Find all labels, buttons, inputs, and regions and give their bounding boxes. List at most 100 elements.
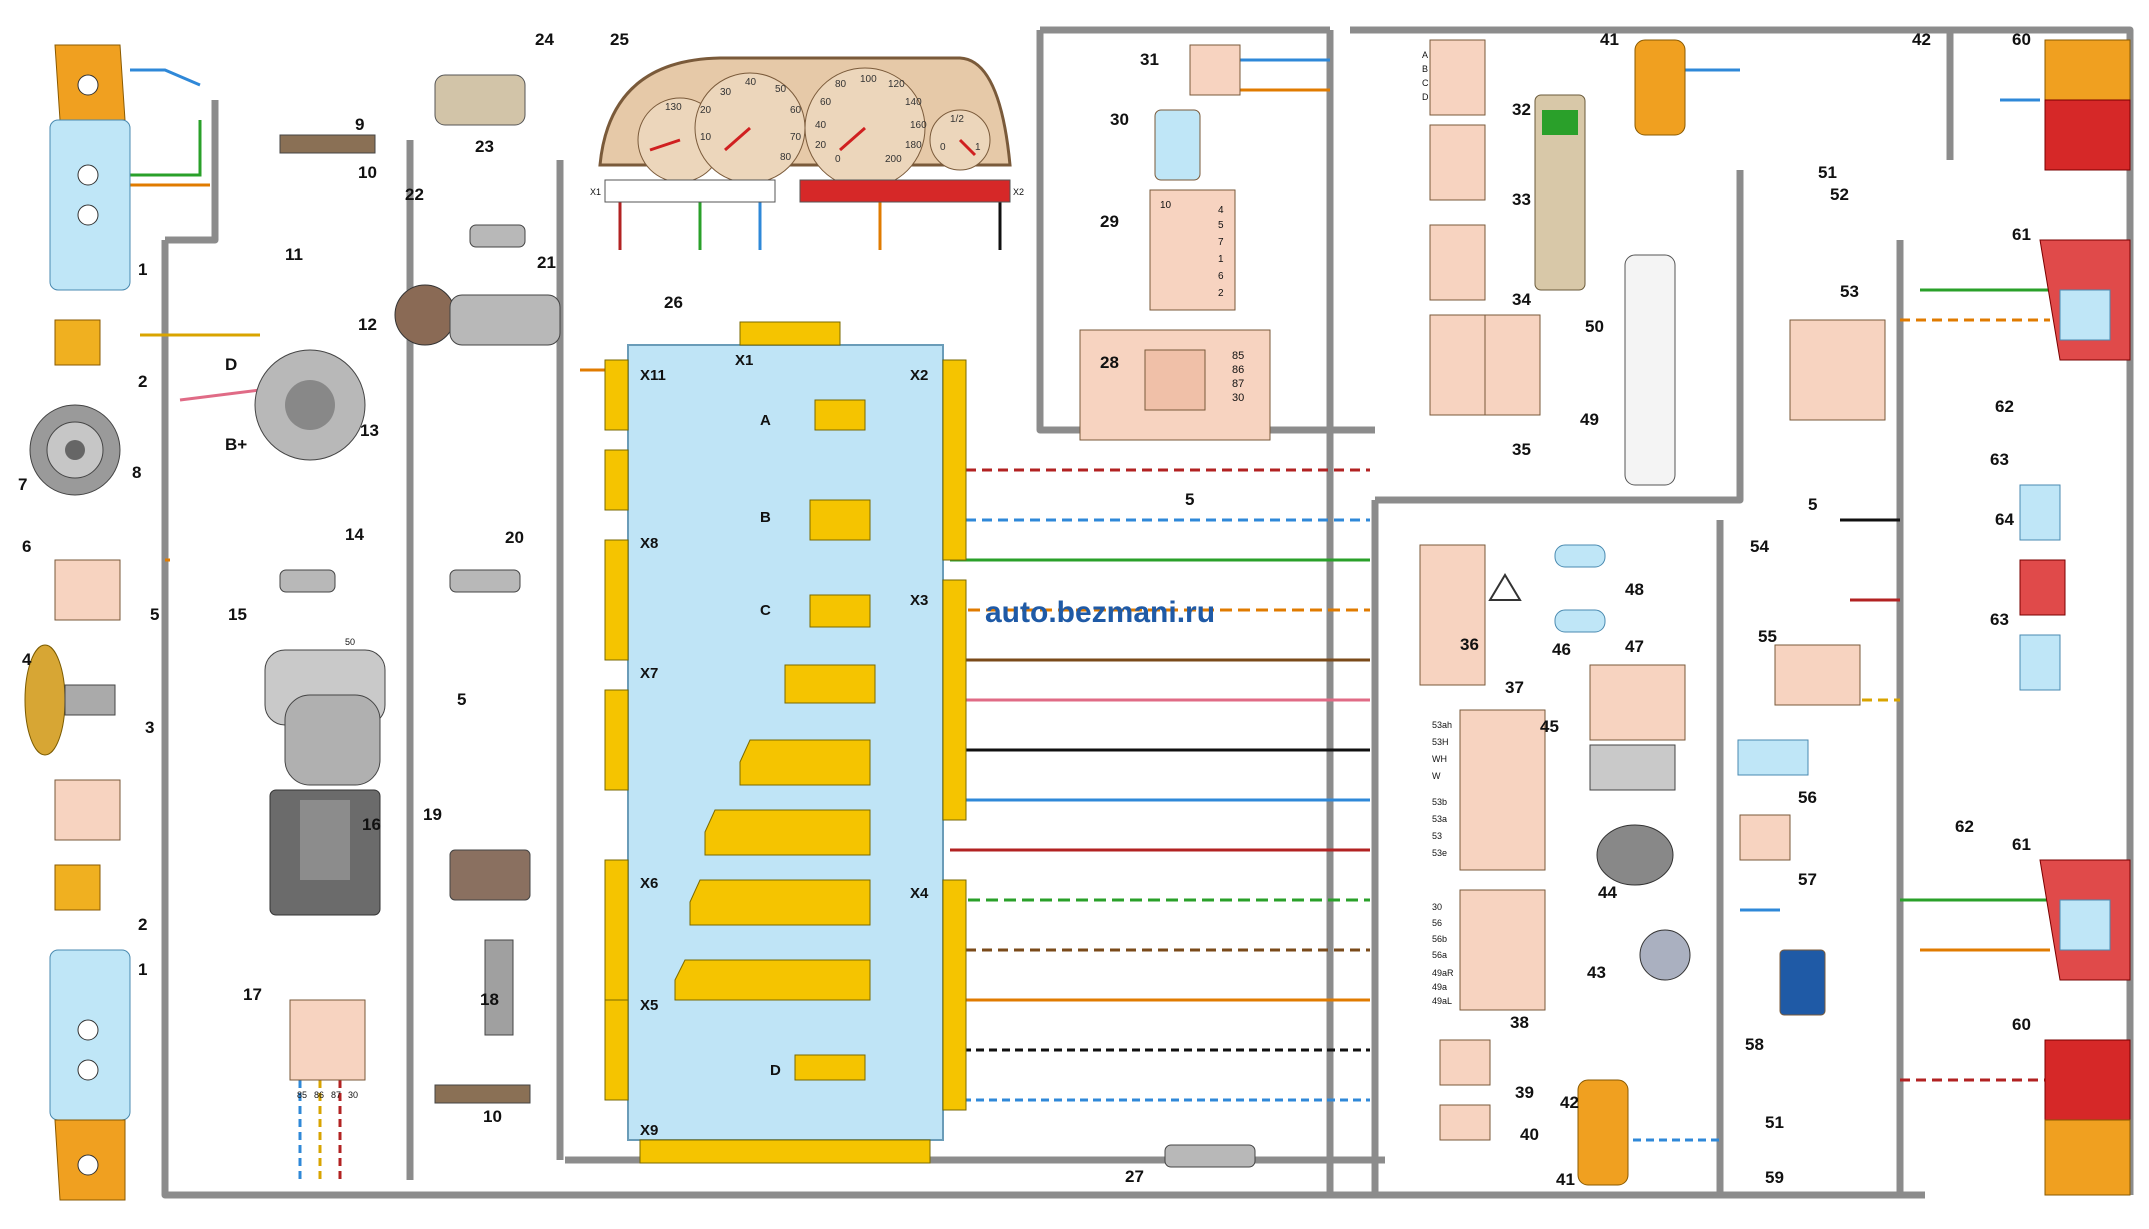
stalk-pin-53: 53 <box>1432 831 1442 841</box>
speed-label-80: 80 <box>835 79 847 90</box>
stalk-pin-53b: 53b <box>1432 797 1447 807</box>
component-number-54: 54 <box>1750 537 1769 556</box>
heater-fan-44-45 <box>1589 744 1691 981</box>
plug-letter-c: C <box>1422 78 1429 88</box>
block-label-x8: X8 <box>640 535 658 552</box>
component-number-35: 35 <box>1512 440 1531 459</box>
component-number-52: 52 <box>1830 185 1849 204</box>
switch-53 <box>1789 319 1886 421</box>
component-number-42-2: 42 <box>1560 1093 1579 1112</box>
component-number-40: 40 <box>1520 1125 1539 1144</box>
speed-label-20: 20 <box>815 140 827 151</box>
plug-letter-b: B <box>1422 64 1428 74</box>
starter-terminal-50: 50 <box>345 637 355 647</box>
component-number-43: 43 <box>1587 963 1606 982</box>
stalk-pin-30: 30 <box>1432 902 1442 912</box>
block-label-x9: X9 <box>640 1122 658 1139</box>
component-number-23: 23 <box>475 137 494 156</box>
block-label-x4: X4 <box>910 885 929 902</box>
cluster-plug-x2-label: X2 <box>1013 187 1024 197</box>
component-number-58: 58 <box>1745 1035 1764 1054</box>
component-number-60: 60 <box>2012 30 2031 49</box>
harness-trunks <box>161 26 2134 1199</box>
component-number-25: 25 <box>610 30 629 49</box>
component-number-2-2: 2 <box>138 915 147 934</box>
stalk-pin-wh: WH <box>1432 754 1447 764</box>
rear-side-lamps-63-64 <box>2019 484 2066 691</box>
component-number-62-2: 62 <box>1955 817 1974 836</box>
speed-label-180: 180 <box>905 140 922 151</box>
small-switches-30-31 <box>1154 44 1241 181</box>
cluster-scale-labels: 30 40 50 20 10 60 70 80 130 100 80 120 6… <box>665 74 981 165</box>
relay-28-pin-85: 85 <box>1232 350 1244 362</box>
cluster-plug-x1-label: X1 <box>590 187 601 197</box>
component-number-29: 29 <box>1100 212 1119 231</box>
headlight-1-bottom <box>49 949 131 1201</box>
component-number-59: 59 <box>1765 1168 1784 1187</box>
scale-label-20: 20 <box>700 105 712 116</box>
component-number-1-2: 1 <box>138 960 147 979</box>
block-label-x5: X5 <box>640 997 658 1014</box>
relay-17-pin-86: 86 <box>314 1090 324 1100</box>
relay-17: 85 86 87 30 <box>289 999 366 1100</box>
component-number-42: 42 <box>1912 30 1931 49</box>
horn-8 <box>29 404 121 496</box>
component-number-55: 55 <box>1758 627 1777 646</box>
ignition-pin-10: 10 <box>1160 200 1172 211</box>
stalk-pin-53ah: 53ah <box>1432 720 1452 730</box>
brake-pad-sensors-10 <box>279 134 531 1104</box>
warning-panel-49 <box>1624 254 1676 486</box>
battery-16 <box>269 789 381 916</box>
scale-label-40: 40 <box>745 77 757 88</box>
front-marker-lamps <box>54 319 101 911</box>
block-label-x11: X11 <box>640 367 666 384</box>
ignition-switch-29: 4 5 7 1 6 2 10 <box>1149 189 1236 311</box>
component-number-51-2: 51 <box>1765 1113 1784 1132</box>
ignition-pin-4: 4 <box>1218 205 1224 216</box>
brake-fluid-sensor-19 <box>449 849 531 901</box>
component-number-5: 5 <box>150 605 159 624</box>
plug-letter-a: A <box>1422 50 1428 60</box>
block-label-a: A <box>760 412 771 429</box>
component-number-48: 48 <box>1625 580 1644 599</box>
starter-15: 50 <box>264 637 386 786</box>
component-number-8: 8 <box>132 463 141 482</box>
component-number-63-2: 63 <box>1990 610 2009 629</box>
component-number-19: 19 <box>423 805 442 824</box>
alternator-terminal-bplus: B+ <box>225 435 247 454</box>
block-label-b: B <box>760 509 771 526</box>
stalk-pin-49a: 49a <box>1432 982 1447 992</box>
headlight-1-top <box>49 44 131 291</box>
component-number-38: 38 <box>1510 1013 1529 1032</box>
relay-28: 85 86 87 30 <box>1079 329 1271 441</box>
component-number-37: 37 <box>1505 678 1524 697</box>
component-number-31: 31 <box>1140 50 1159 69</box>
switch-55-57-58 <box>1737 644 1861 1016</box>
component-number-39: 39 <box>1515 1083 1534 1102</box>
ignition-pin-7: 7 <box>1218 237 1224 248</box>
block-label-d: D <box>770 1062 781 1079</box>
component-number-50: 50 <box>1585 317 1604 336</box>
component-number-60-2: 60 <box>2012 1015 2031 1034</box>
speed-label-200: 200 <box>885 154 902 165</box>
alternator-12: D B+ <box>225 349 366 461</box>
fuel-label-zero: 0 <box>940 142 946 153</box>
mounting-block-26: X11 X8 X7 X6 X5 X9 X1 X2 X3 X4 A B C D <box>604 321 967 1164</box>
component-number-36: 36 <box>1460 635 1479 654</box>
hazard-switch-36 <box>1419 544 1522 686</box>
stalk-pin-56b: 56b <box>1432 934 1447 944</box>
instrument-cluster-25: 30 40 50 20 10 60 70 80 130 100 80 120 6… <box>590 56 1024 203</box>
speed-label-140: 140 <box>905 97 922 108</box>
ignition-pin-6: 6 <box>1218 271 1224 282</box>
component-number-13: 13 <box>360 421 379 440</box>
block-label-x6: X6 <box>640 875 658 892</box>
relay-17-pin-87: 87 <box>331 1090 341 1100</box>
wire-bundles <box>130 58 2050 1180</box>
component-number-9: 9 <box>355 115 364 134</box>
component-number-5-4: 5 <box>1808 495 1817 514</box>
block-label-x2: X2 <box>910 367 928 384</box>
component-number-2: 2 <box>138 372 147 391</box>
component-number-4: 4 <box>22 650 32 669</box>
